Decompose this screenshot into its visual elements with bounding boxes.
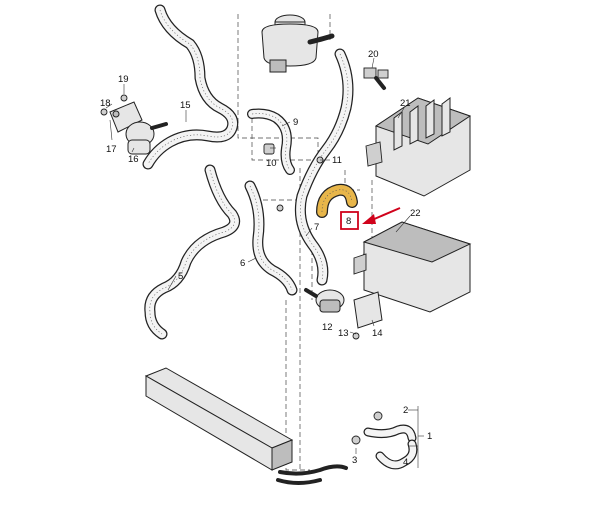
highlight-box [340,211,359,230]
coolant-pump-16 [100,94,168,155]
bracket-14 [353,291,383,329]
electronics-unit-21 [365,97,472,197]
pump-12 [304,288,345,313]
callout-15: 15 [180,100,191,111]
hose-8 [316,183,358,218]
highlight-arrowhead [362,214,376,224]
hose-6 [244,180,298,296]
callout-9: 9 [293,117,298,128]
hose-7 [294,48,354,286]
callout-8: 8 [346,216,351,227]
callout-20: 20 [368,49,379,60]
hoses-1-4 [351,411,418,470]
leader-lines [105,57,424,468]
callout-12: 12 [322,322,333,333]
callout-19: 19 [118,74,129,85]
control-unit-22 [353,221,472,313]
callout-13: 13 [338,328,349,339]
callout-labels: 1 2 3 4 5 6 7 8 9 10 11 12 13 14 15 16 1… [100,49,432,468]
callout-14: 14 [372,328,383,339]
callout-16: 16 [128,154,139,165]
hose-15 [142,4,239,170]
highlight-arrow [371,207,401,221]
expansion-tank [261,14,335,73]
fittings [263,143,360,340]
callout-6: 6 [240,258,245,269]
callout-17: 17 [106,144,117,155]
callout-18: 18 [100,98,111,109]
callout-4: 4 [403,457,408,468]
hose-5 [144,164,241,340]
callout-1: 1 [427,431,432,442]
hose-9 [247,108,295,175]
callout-11: 11 [332,155,342,166]
callout-2: 2 [403,405,408,416]
callout-5: 5 [178,271,183,282]
cooler-radiator [144,367,348,485]
callout-22: 22 [410,208,421,219]
highlight-marker [340,207,401,230]
callout-7: 7 [314,222,319,233]
callout-3: 3 [352,455,357,466]
connector-20 [363,67,389,90]
callout-10: 10 [266,158,277,169]
callout-21: 21 [400,98,411,109]
